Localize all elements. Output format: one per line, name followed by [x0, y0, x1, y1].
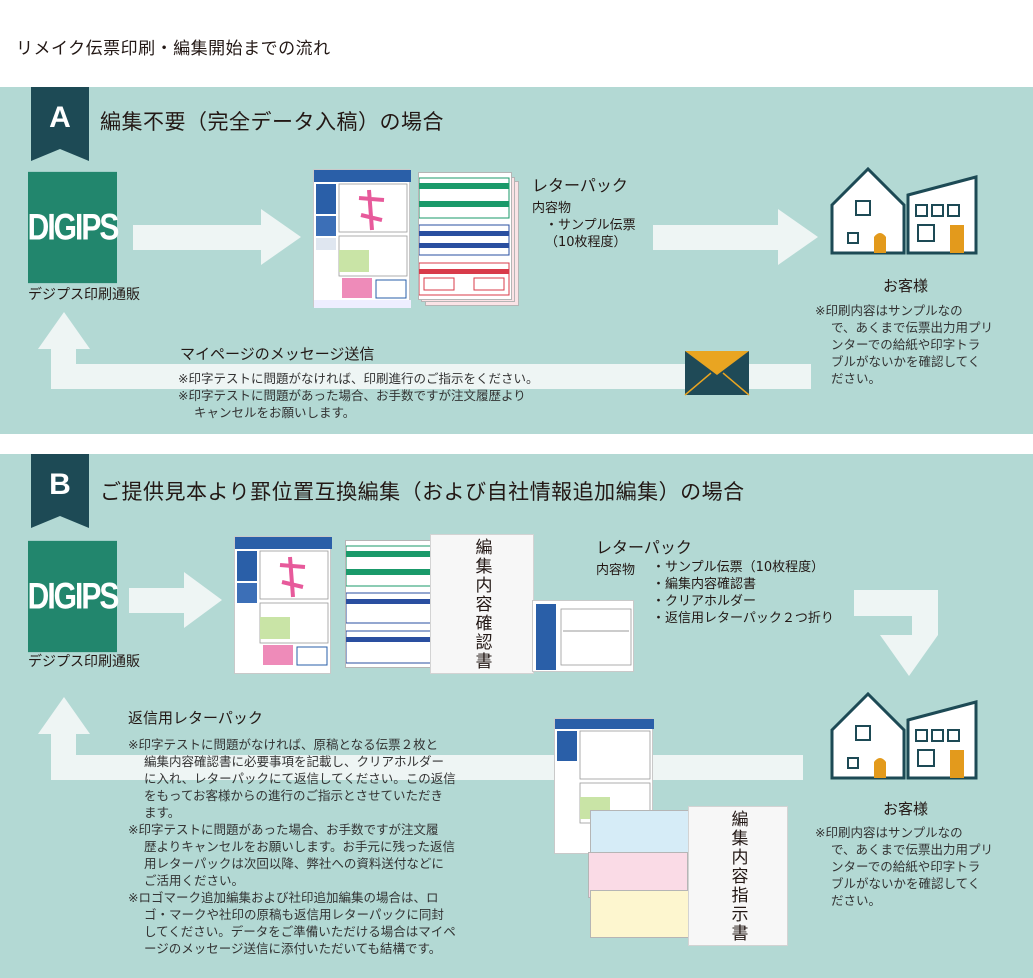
note-line: ・返信用レターパック２つ折り [652, 611, 834, 626]
note-line: ブルがないかを確認してく [831, 876, 981, 891]
house-icon [830, 166, 978, 255]
note-line: に入れ、レターパックにて返信してください。この返信 [144, 771, 456, 786]
shop-label: デジプス印刷通販 [28, 287, 140, 303]
return-title: 返信用レターパック [128, 709, 263, 727]
return-letterpack-image [532, 600, 634, 672]
note-line: 編集内容確認書に必要事項を記載し、クリアホルダー [144, 754, 445, 769]
digips-logo: DIGIPS [28, 171, 119, 284]
section-a-panel: A 編集不要（完全データ入稿）の場合 DIGIPS デジプス印刷通販 [0, 87, 1033, 434]
right-arrow-icon [129, 572, 222, 628]
confirmation-sheet-holder: 編集内容確認書 [430, 534, 534, 674]
note-line: ※印字テストに問題がなければ、原稿となる伝票２枚と [128, 737, 439, 752]
note-line: ※印字テストに問題があった場合、お手数ですが注文履歴より [178, 388, 526, 403]
note-line: ださい。 [831, 893, 882, 908]
note-line: ンターでの給紙や印字トラ [831, 859, 981, 874]
message-title: マイページのメッセージ送信 [180, 345, 375, 363]
section-badge-b: B [31, 454, 89, 528]
customer-note: ※印刷内容はサンプルなので、あくまで伝票出力用プリンターでの給紙や印字トラブルが… [815, 824, 993, 909]
note-line: ブルがないかを確認してく [831, 354, 981, 369]
note-line: 用レターパックは次回以降、弊社への資料送付などに [144, 856, 444, 871]
contents-qty: （10枚程度） [545, 235, 627, 250]
section-a-heading: 編集不要（完全データ入稿）の場合 [100, 110, 444, 134]
contents-label: 内容物 [532, 201, 572, 216]
sample-slip [590, 890, 690, 938]
section-badge-a: A [31, 87, 89, 161]
envelope-icon [684, 351, 750, 396]
note-line: をもってお客様からの進行のご指示とさせていただき [144, 788, 444, 803]
note-line: ※印刷内容はサンプルなの [815, 303, 963, 318]
note-line: ・サンプル伝票（10枚程度） [652, 560, 825, 575]
note-line: ゴ・マークや社印の原稿も返信用レターパックに同封 [144, 907, 444, 922]
instruction-sheet-holder: 編集内容指示書 [688, 806, 788, 946]
note-line: ージのメッセージ送信に添付いただいても結構です。 [144, 941, 442, 956]
note-line: キャンセルをお願いします。 [194, 405, 356, 420]
return-notes: ※印字テストに問題がなければ、原稿となる伝票２枚と編集内容確認書に必要事項を記載… [128, 736, 456, 957]
note-line: ださい。 [831, 371, 882, 386]
sample-slip [418, 172, 512, 300]
note-line: ※ロゴマーク追加編集および社印追加編集の場合は、ロ [128, 890, 439, 905]
note-line: ンターでの給紙や印字トラ [831, 337, 981, 352]
page-title: リメイク伝票印刷・編集開始までの流れ [16, 39, 331, 59]
return-arrow-icon [38, 697, 803, 780]
note-line: ・クリアホルダー [652, 594, 757, 609]
section-b-panel: B ご提供見本より罫位置互換編集（および自社情報追加編集）の場合 DIGIPS … [0, 454, 1033, 978]
note-line: ます。 [144, 805, 181, 820]
letterpack-title: レターパック [532, 176, 628, 195]
customer-label: お客様 [883, 800, 929, 818]
shop-label: デジプス印刷通販 [28, 654, 140, 670]
down-arrow-icon [854, 590, 938, 676]
note-line: で、あくまで伝票出力用プリ [831, 320, 994, 335]
digips-logo: DIGIPS [28, 540, 119, 653]
sample-slip [345, 540, 439, 668]
message-notes: ※印字テストに問題がなければ、印刷進行のご指示をください。 ※印字テストに問題があ… [178, 370, 538, 421]
note-line: ・編集内容確認書 [652, 577, 757, 592]
note-line: ※印字テストに問題がなければ、印刷進行のご指示をください。 [178, 371, 539, 386]
note-line: で、あくまで伝票出力用プリ [831, 842, 994, 857]
letterpack-image [313, 169, 411, 308]
customer-label: お客様 [883, 277, 929, 295]
right-arrow-icon [133, 209, 301, 265]
note-line: ※印刷内容はサンプルなの [815, 825, 963, 840]
letterpack-title: レターパック [596, 538, 692, 557]
return-arrow-icon [38, 312, 811, 389]
note-line: ご活用ください。 [144, 873, 245, 888]
section-b-heading: ご提供見本より罫位置互換編集（および自社情報追加編集）の場合 [100, 480, 745, 504]
letterpack-image [234, 536, 332, 674]
contents-item: ・サンプル伝票 [545, 218, 636, 233]
contents-items: ・サンプル伝票（10枚程度） ・編集内容確認書・クリアホルダー・返信用レターパック… [652, 559, 834, 627]
note-line: ※印字テストに問題があった場合、お手数ですが注文履 [128, 822, 439, 837]
note-line: 歴よりキャンセルをお願いします。お手元に残った返信 [144, 839, 456, 854]
contents-label: 内容物 [596, 563, 636, 578]
note-line: してください。データをご準備いただける場合はマイペ [144, 924, 456, 939]
customer-note: ※印刷内容はサンプルなので、あくまで伝票出力用プリンターでの給紙や印字トラブルが… [815, 302, 993, 387]
right-arrow-icon [653, 209, 818, 265]
house-icon [830, 691, 978, 780]
